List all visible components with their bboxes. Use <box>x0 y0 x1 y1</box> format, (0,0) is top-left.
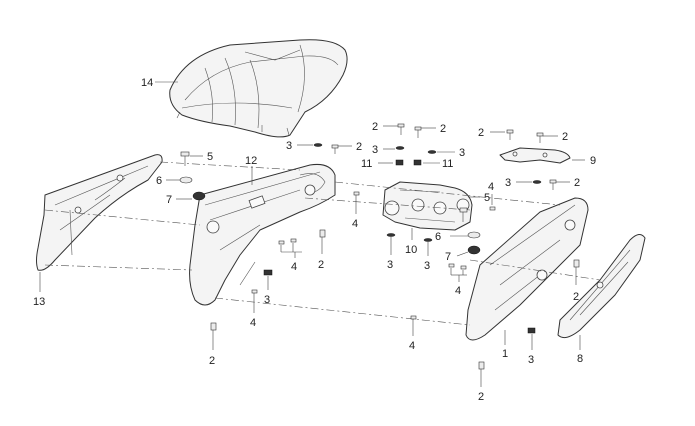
small-bracket-part-9 <box>499 147 571 164</box>
grommet-icon <box>395 159 404 166</box>
callout-13: 13 <box>33 296 45 308</box>
callout-7: 7 <box>445 251 451 263</box>
right-side-cover-part-1 <box>465 197 589 341</box>
washer-icon <box>467 231 481 239</box>
screw-icon <box>290 238 297 243</box>
grommet-icon <box>263 269 273 276</box>
callout-2: 2 <box>478 127 484 139</box>
callout-11: 11 <box>361 158 372 170</box>
callout-1: 1 <box>502 348 508 360</box>
alignment-line <box>214 297 471 326</box>
callout-2: 2 <box>573 291 579 303</box>
callout-2: 2 <box>356 141 362 153</box>
screw-icon <box>459 207 468 222</box>
screw-icon <box>549 179 557 190</box>
washer-icon <box>532 180 542 184</box>
callout-3: 3 <box>424 260 430 272</box>
alignment-line <box>159 161 301 171</box>
screw-icon <box>180 151 190 166</box>
washer-icon <box>427 150 437 154</box>
screw-icon <box>489 206 496 211</box>
callout-5: 5 <box>484 192 490 204</box>
alignment-line <box>44 264 193 271</box>
seat-part-14 <box>169 39 348 138</box>
callout-6: 6 <box>156 175 162 187</box>
grommet-icon <box>467 245 481 255</box>
washer-icon <box>395 146 405 150</box>
screw-icon <box>414 126 422 138</box>
screw-icon <box>410 315 417 336</box>
washer-icon <box>423 238 433 242</box>
callout-3: 3 <box>372 144 378 156</box>
left-panel-part-12 <box>189 164 336 306</box>
alignment-line <box>304 197 471 211</box>
washer-icon <box>386 233 396 237</box>
screw-icon <box>460 265 467 270</box>
screw-icon <box>448 263 455 268</box>
callout-2: 2 <box>209 355 215 367</box>
washer-icon <box>179 176 193 184</box>
callout-5: 5 <box>207 151 213 163</box>
screw-icon <box>278 240 285 245</box>
callout-2: 2 <box>574 177 580 189</box>
callout-11: 11 <box>442 158 453 170</box>
center-bracket-part-10 <box>382 181 473 231</box>
callout-7: 7 <box>166 194 172 206</box>
callout-3: 3 <box>387 259 393 271</box>
callout-4: 4 <box>455 285 461 297</box>
callout-3: 3 <box>505 177 511 189</box>
washer-icon <box>313 143 323 147</box>
grommet-icon <box>192 191 206 201</box>
screw-icon <box>251 289 258 313</box>
screw-icon <box>573 259 580 285</box>
callout-4: 4 <box>409 340 415 352</box>
callout-2: 2 <box>440 123 446 135</box>
callout-4: 4 <box>488 181 494 193</box>
grommet-icon <box>527 327 536 334</box>
callout-2: 2 <box>318 259 324 271</box>
callout-3: 3 <box>528 354 534 366</box>
callout-3: 3 <box>264 294 270 306</box>
alignment-line <box>334 181 561 206</box>
callout-8: 8 <box>577 353 583 365</box>
screw-icon <box>331 144 339 154</box>
callout-3: 3 <box>459 147 465 159</box>
callout-10: 10 <box>405 244 417 256</box>
screw-icon <box>319 229 326 254</box>
screw-icon <box>506 129 514 140</box>
callout-12: 12 <box>245 155 257 167</box>
screw-icon <box>397 123 405 135</box>
callout-6: 6 <box>435 231 441 243</box>
alignment-line <box>469 259 601 281</box>
alignment-line <box>44 209 201 226</box>
callout-4: 4 <box>291 261 297 273</box>
callout-2: 2 <box>562 131 568 143</box>
callout-4: 4 <box>250 317 256 329</box>
screw-icon <box>478 361 485 387</box>
screw-icon <box>210 322 217 350</box>
callout-2: 2 <box>478 391 484 403</box>
callout-4: 4 <box>352 218 358 230</box>
callout-3: 3 <box>286 140 292 152</box>
grommet-icon <box>413 159 422 166</box>
screw-icon <box>536 132 544 143</box>
callout-14: 14 <box>141 77 153 89</box>
callout-9: 9 <box>590 155 596 167</box>
callout-2: 2 <box>372 121 378 133</box>
right-trim-part-8 <box>557 234 646 339</box>
screw-icon <box>353 191 360 214</box>
left-side-cover-part-13 <box>36 154 163 271</box>
